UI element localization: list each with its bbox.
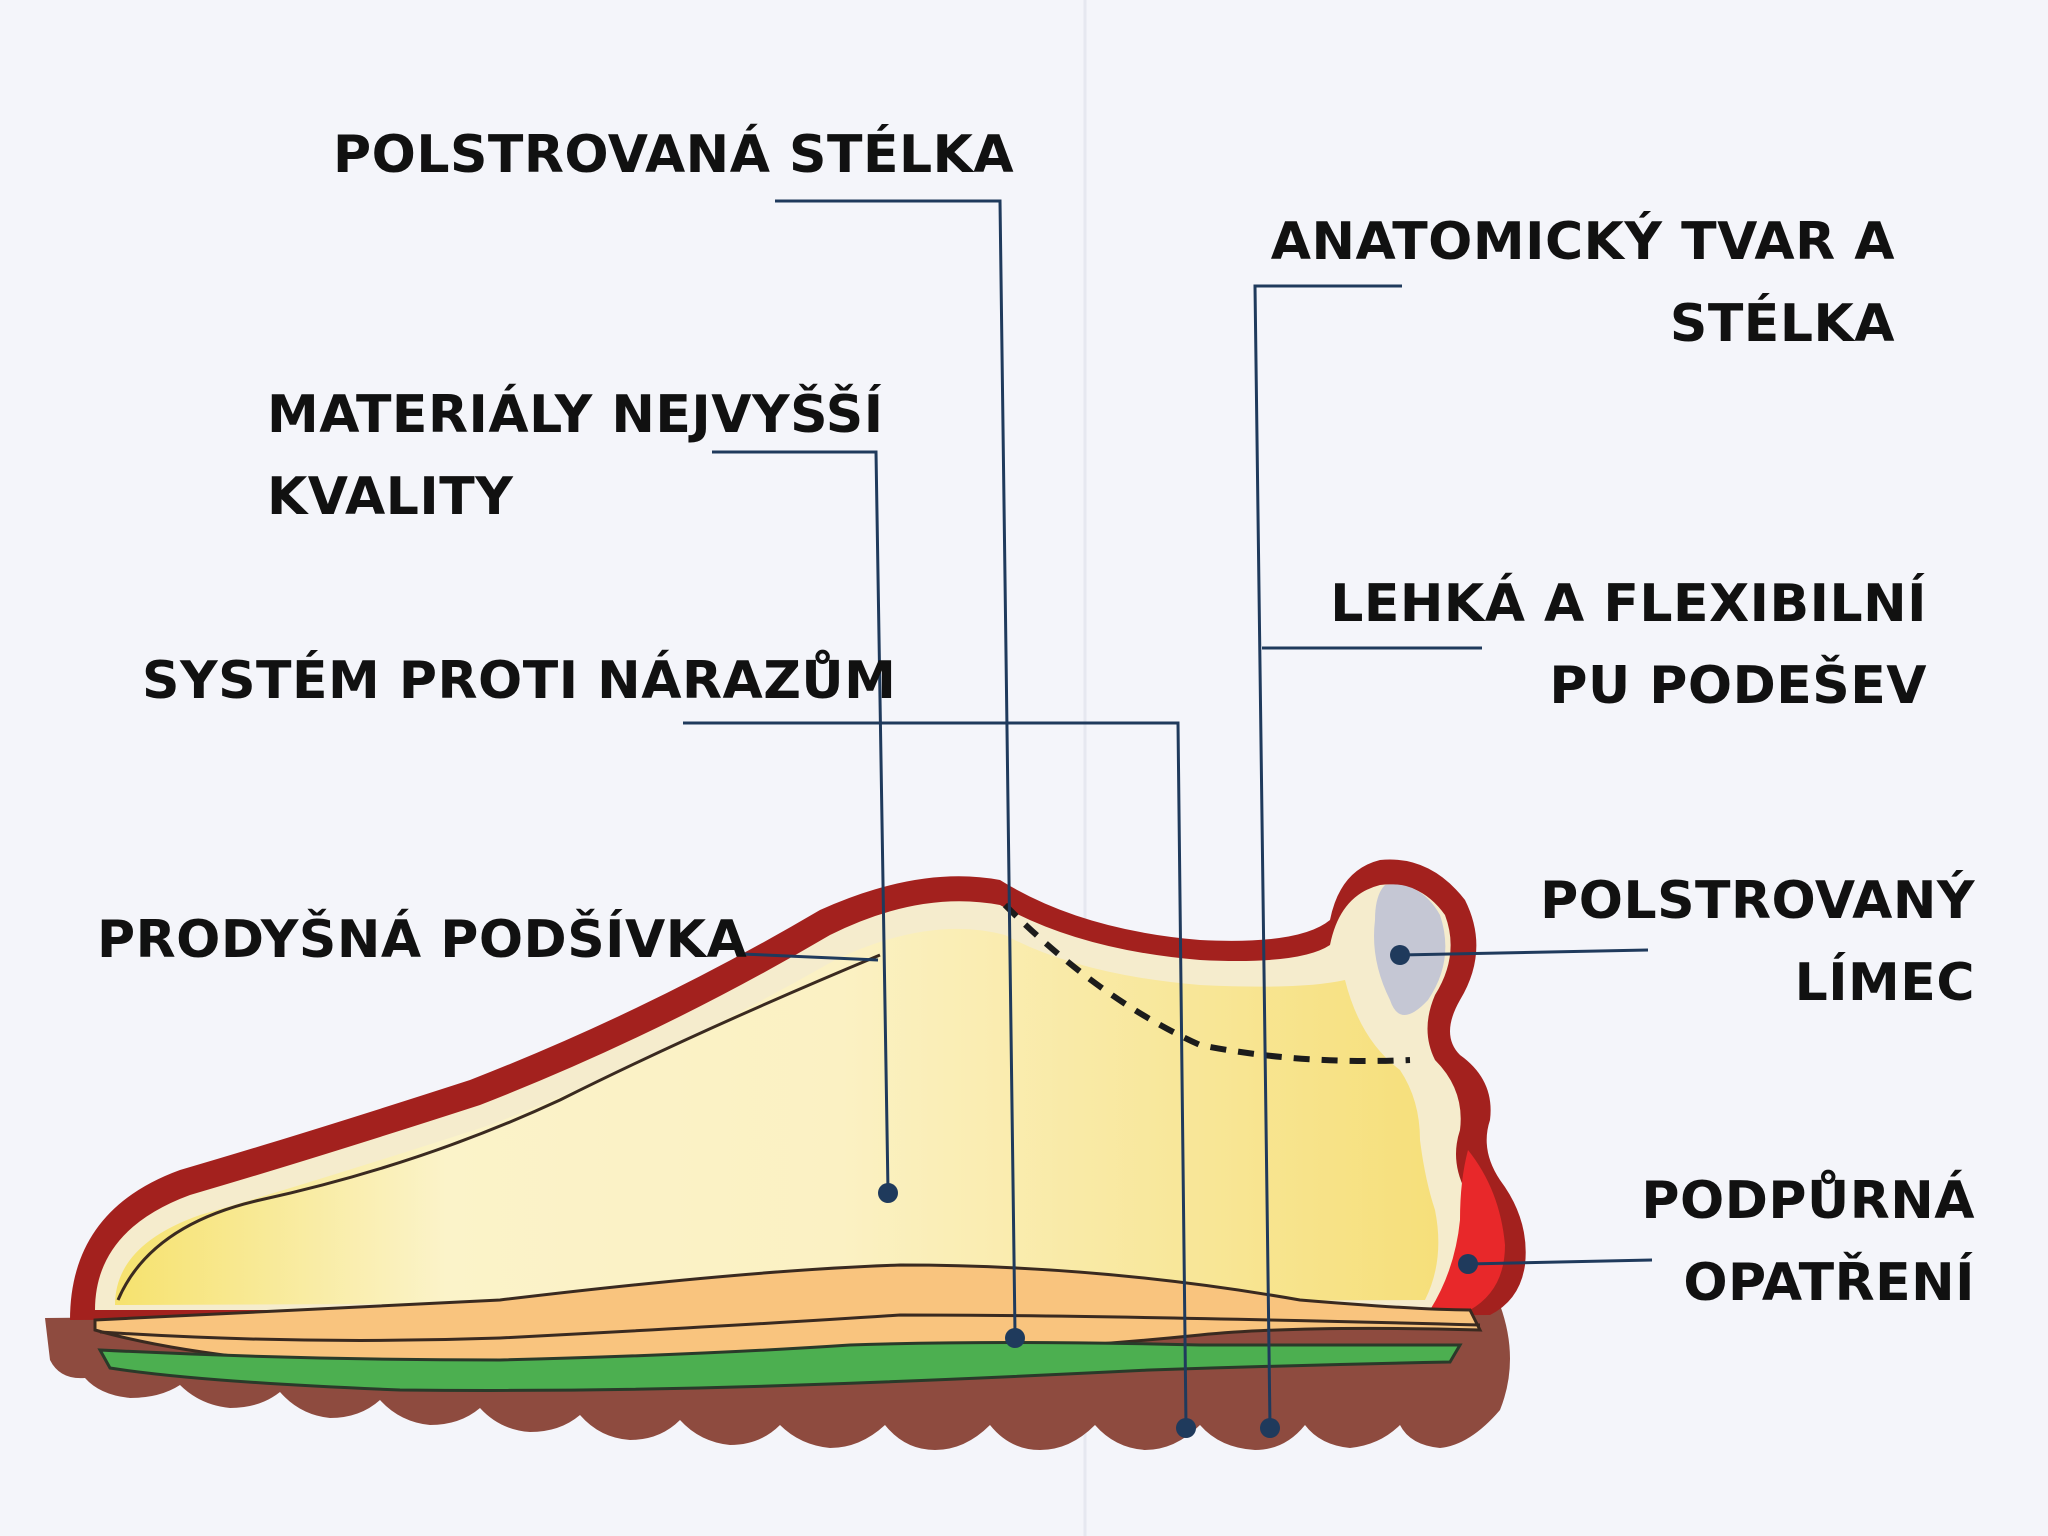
label-impact-system: SYSTÉM PROTI NÁRAZŮM	[142, 651, 897, 711]
leader-line-anatomic-shape	[1253, 284, 1402, 1427]
insole-green-layer	[97, 1341, 1463, 1392]
label-top-materials: MATERIÁLY NEJVYŠŠÍ KVALITY	[267, 385, 884, 527]
leader-line-top-materials	[712, 450, 890, 1192]
leader-line-breathable-lining	[741, 952, 879, 962]
leader-line-impact-system	[683, 721, 1188, 1427]
leader-lines	[683, 199, 1653, 1427]
upper-inner-padding	[115, 928, 1439, 1305]
dot-padded-collar	[1390, 945, 1410, 965]
label-breathable-lining: PRODYŠNÁ PODŠÍVKA	[97, 910, 748, 970]
dot-anatomic-shape	[1260, 1418, 1280, 1438]
label-light-sole: LEHKÁ A FLEXIBILNÍ PU PODEŠEV	[1330, 574, 1927, 716]
dot-impact-system	[1176, 1418, 1196, 1438]
heel-support	[1430, 1150, 1505, 1310]
label-anatomic-shape: ANATOMICKÝ TVAR A STÉLKA	[1270, 212, 1895, 354]
dot-support-measures	[1458, 1254, 1478, 1274]
dot-padded-insole	[1005, 1328, 1025, 1348]
label-padded-insole: POLSTROVANÁ STÉLKA	[333, 125, 1015, 185]
label-padded-collar: POLSTROVANÝ LÍMEC	[1540, 871, 1975, 1013]
leader-dots	[878, 945, 1478, 1438]
leader-line-padded-collar	[1399, 948, 1649, 957]
collar-pad	[1374, 884, 1446, 1015]
leader-line-support-measures	[1467, 1258, 1653, 1266]
dot-top-materials	[878, 1183, 898, 1203]
label-support-measures: PODPŮRNÁ OPATŘENÍ	[1641, 1171, 1975, 1313]
leader-line-padded-insole	[775, 199, 1017, 1334]
lining-contour-line	[116, 953, 881, 1301]
insole-layer-line	[99, 1313, 1481, 1342]
